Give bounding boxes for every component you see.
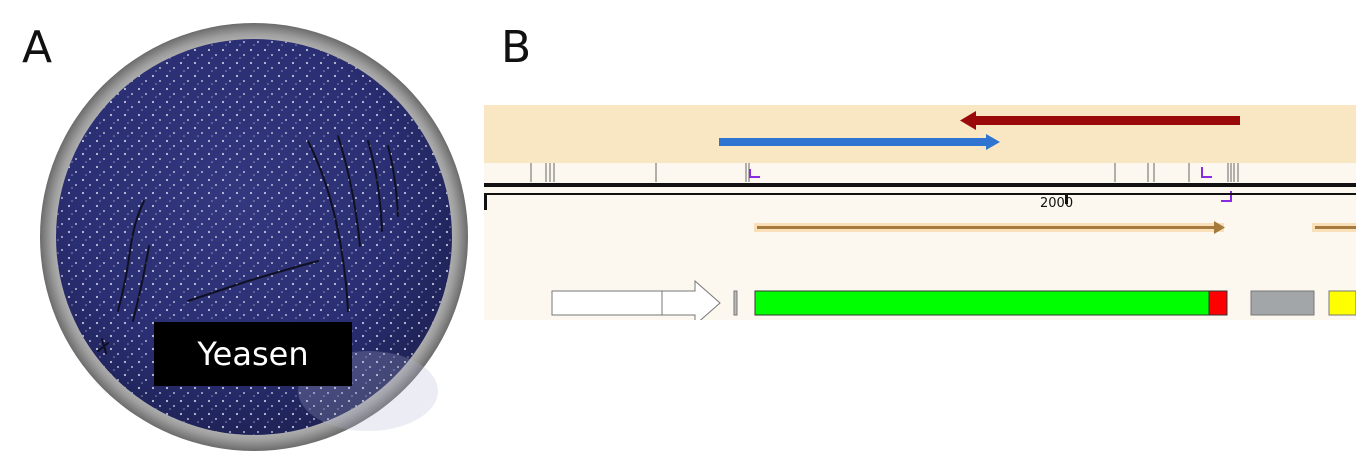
primer-band — [484, 105, 1356, 163]
watermark-label: Yeasen — [154, 322, 352, 386]
reverse-primer-arrow — [960, 111, 1240, 130]
petri-dish-photo — [40, 23, 468, 451]
orf-arrow-partial — [1312, 223, 1356, 232]
yellow-feature — [1328, 290, 1356, 316]
backbone-bottom-line — [484, 193, 1356, 195]
ruler-tick — [1065, 193, 1068, 204]
small-feature-marker — [733, 290, 738, 316]
orf-arrow — [754, 221, 1225, 234]
gray-feature — [1250, 290, 1315, 316]
forward-primer-arrow — [719, 134, 1000, 150]
cut-site-ticks — [530, 163, 1239, 182]
ruler-start-tick — [484, 193, 487, 210]
gene-feature-red-end — [1208, 290, 1228, 316]
panel-label-b: B — [501, 22, 532, 73]
handwriting — [97, 135, 399, 354]
ruler-tick-label: 2000 — [1040, 196, 1073, 211]
promoter-arrow-feature — [551, 279, 721, 320]
gene-feature-green — [754, 290, 1210, 316]
panel-label-a: A — [22, 22, 53, 73]
backbone-top-line — [484, 183, 1356, 187]
sequence-map: 2000 — [484, 105, 1356, 320]
